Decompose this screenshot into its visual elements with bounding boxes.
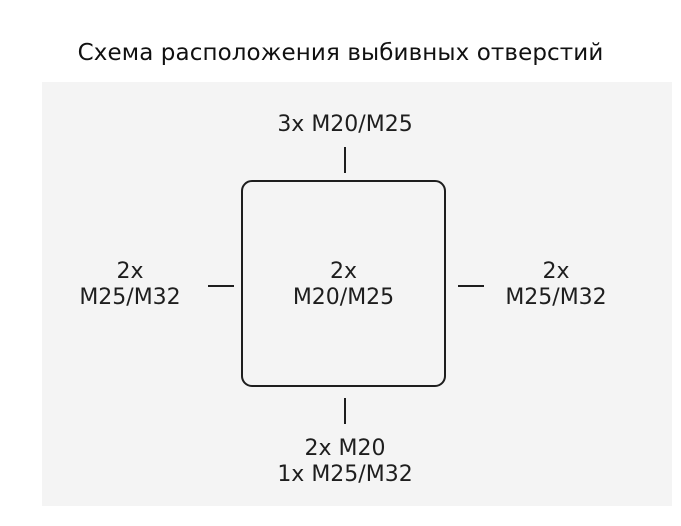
center-knockout-line-1: 2x	[329, 259, 358, 284]
top-knockout-line-1: 3x M20/M25	[277, 112, 413, 137]
bottom-knockout-label: 2x M20 1x M25/M32	[240, 436, 450, 488]
center-knockout-line-2: M20/M25	[292, 285, 395, 310]
right-knockout-line-1: 2x	[542, 259, 570, 284]
diagram-title: Схема расположения выбивных отверстий	[77, 40, 604, 66]
top-tick	[344, 147, 346, 173]
left-knockout-line-1: 2x	[116, 259, 144, 284]
right-knockout-label: 2x M25/M32	[486, 259, 626, 311]
bottom-knockout-line-1: 2x M20	[304, 436, 386, 461]
center-knockout-label: 2x M20/M25	[241, 259, 446, 311]
left-knockout-label: 2x M25/M32	[60, 259, 200, 311]
right-knockout-line-2: M25/M32	[505, 285, 607, 310]
bottom-tick	[344, 398, 346, 424]
diagram-panel	[42, 82, 672, 506]
right-tick	[458, 285, 484, 287]
top-knockout-label: 3x M20/M25	[240, 112, 450, 138]
bottom-knockout-line-2: 1x M25/M32	[277, 462, 413, 487]
left-knockout-line-2: M25/M32	[79, 285, 181, 310]
enclosure-box	[241, 180, 446, 387]
left-tick	[208, 285, 234, 287]
